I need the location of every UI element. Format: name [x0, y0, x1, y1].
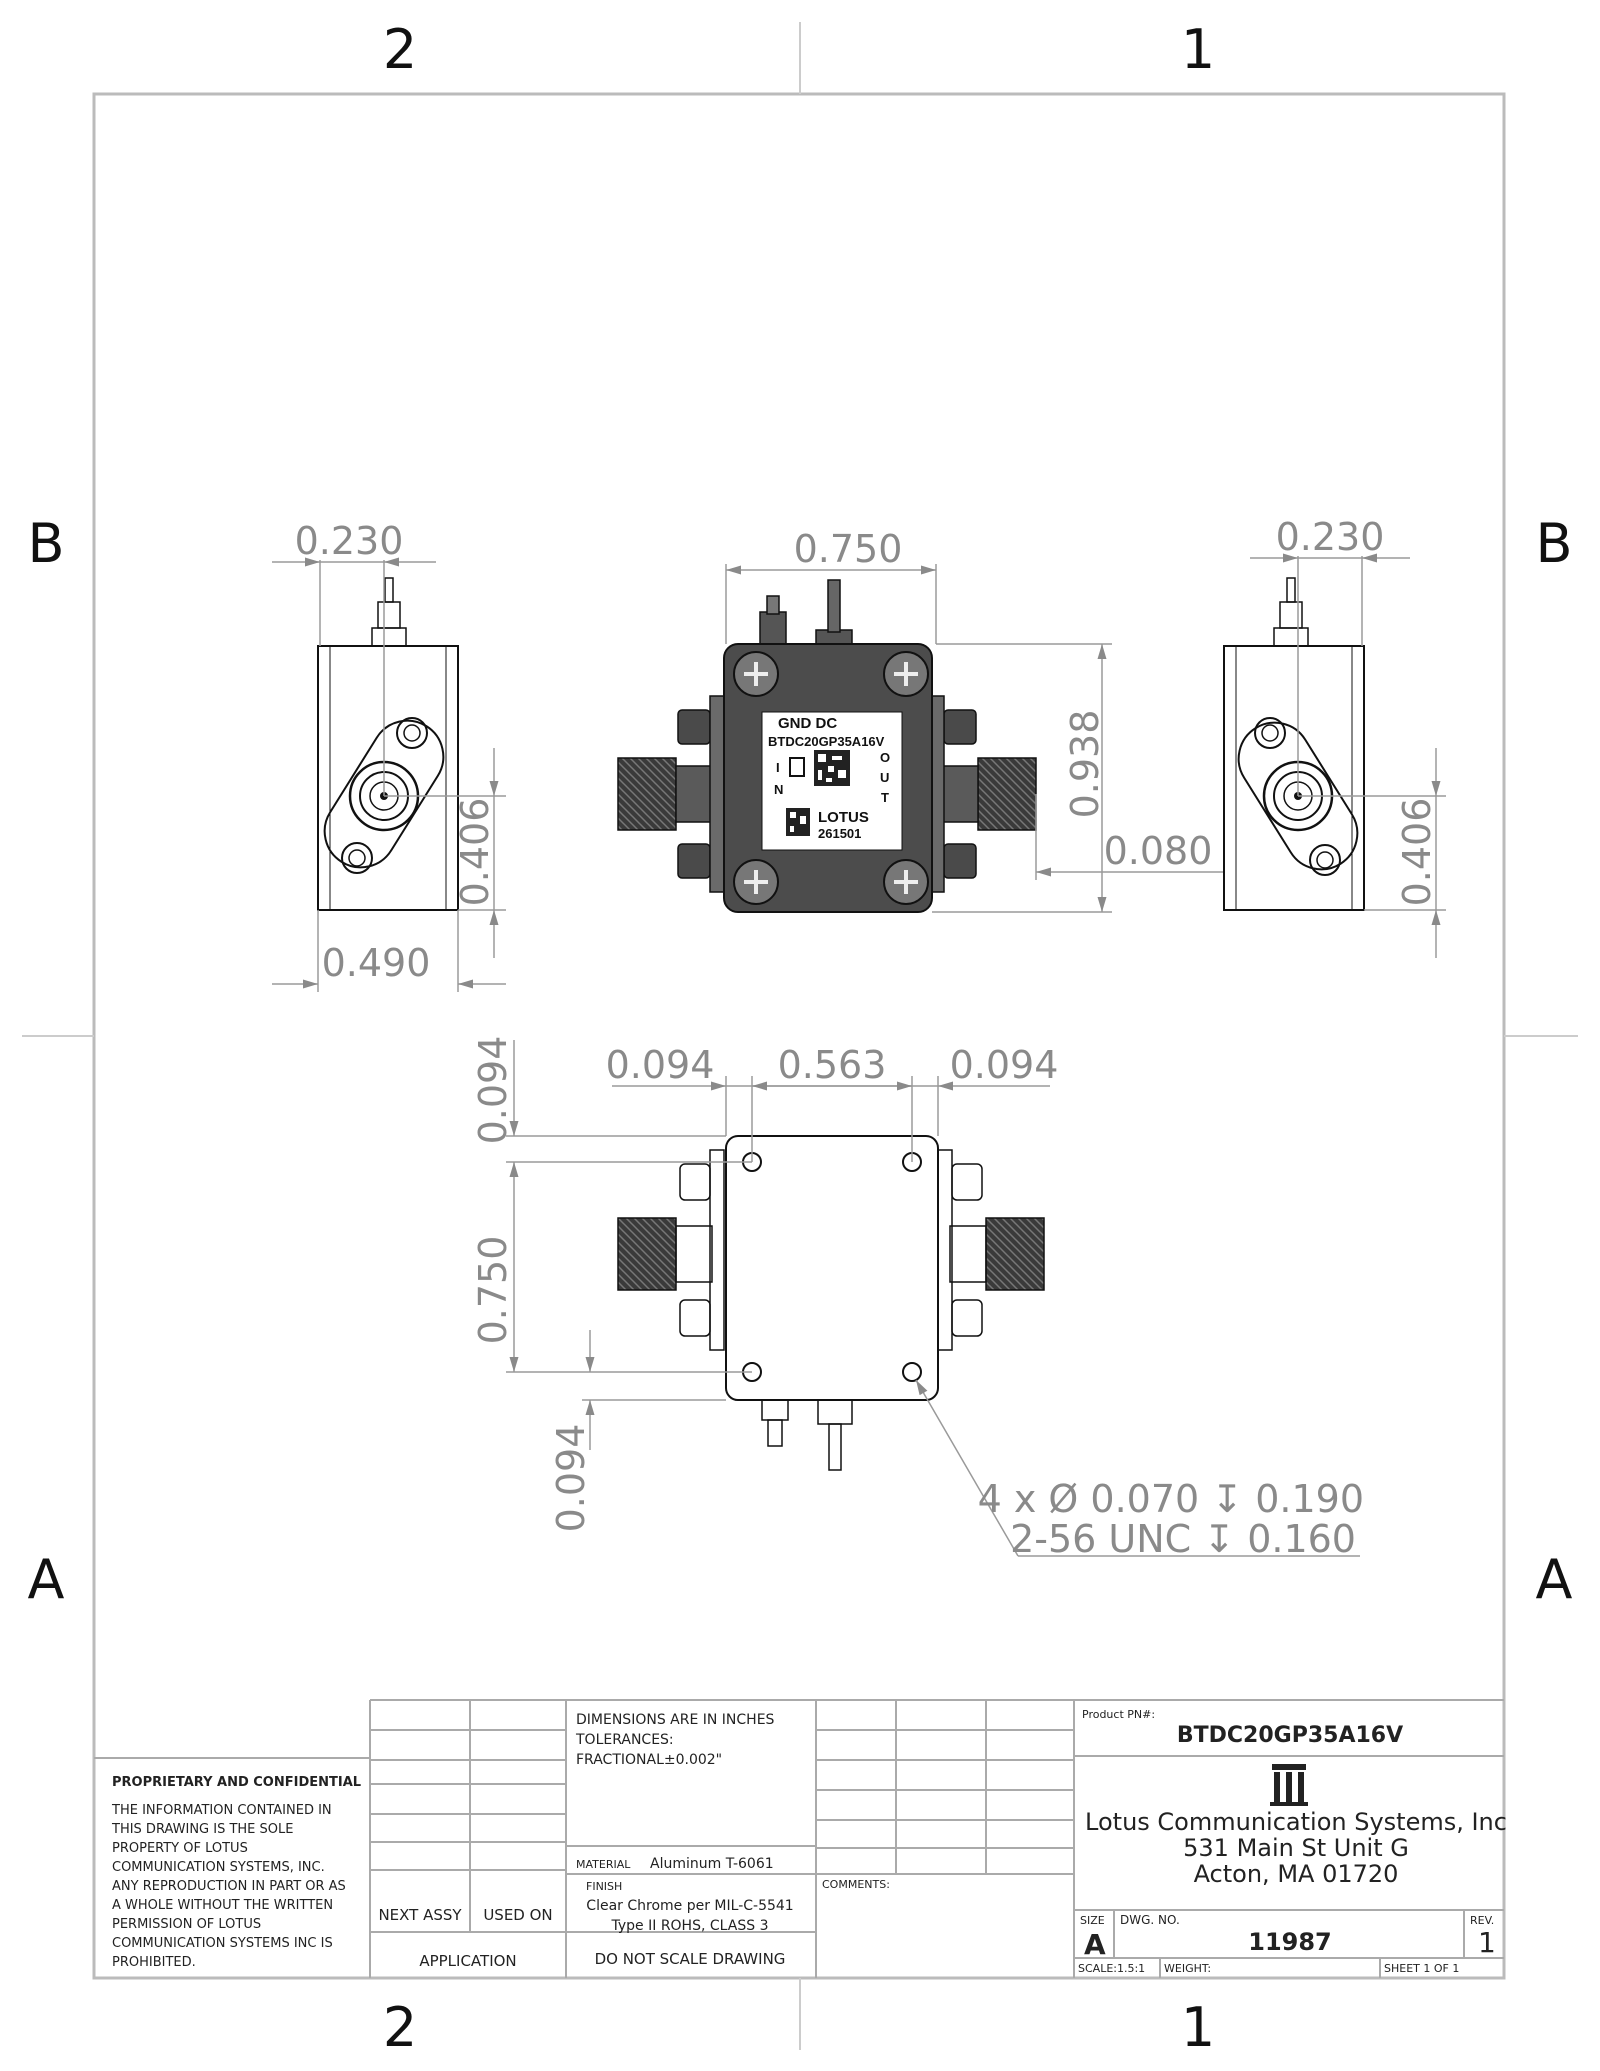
company-address-1: 531 Main St Unit G — [1183, 1834, 1409, 1862]
zone-label-left-b: B — [27, 512, 64, 575]
proprietary-notice-line: THIS DRAWING IS THE SOLE — [111, 1822, 293, 1837]
dimensions-note-3: FRACTIONAL±0.002" — [576, 1752, 722, 1768]
material-value: Aluminum T-6061 — [650, 1856, 774, 1872]
front-label-gnd-dc: GND DC — [778, 715, 837, 732]
dimensions-note-1: DIMENSIONS ARE IN INCHES — [576, 1712, 775, 1728]
zone-label-right-b: B — [1535, 512, 1572, 575]
proprietary-notice-line: PERMISSION OF LOTUS — [112, 1917, 261, 1932]
front-label-serial: 261501 — [818, 826, 861, 841]
dim-front-height: 0.938 — [1063, 710, 1107, 819]
dim-left-top: 0.230 — [295, 519, 404, 563]
dim-bottom-height: 0.750 — [471, 1236, 515, 1345]
zone-label-top-2: 2 — [383, 18, 417, 81]
zone-label-top-1: 1 — [1181, 18, 1215, 81]
company-address-2: Acton, MA 01720 — [1194, 1860, 1399, 1888]
sheet-border — [22, 22, 1578, 2050]
zone-label-bottom-1: 1 — [1181, 1996, 1215, 2059]
dim-bottom-top-offset: 0.094 — [471, 1036, 515, 1145]
front-label-out-t: T — [881, 790, 889, 805]
rev-label: REV. — [1470, 1914, 1494, 1927]
hole-callout-line-1: 4 x Ø 0.070 ↧ 0.190 — [978, 1477, 1364, 1521]
dim-right-top: 0.230 — [1276, 515, 1385, 559]
proprietary-notice-line: COMMUNICATION SYSTEMS, INC. — [112, 1860, 325, 1875]
dim-left-width: 0.490 — [322, 941, 431, 985]
front-label-part: BTDC20GP35A16V — [768, 734, 885, 749]
dwg-no-label: DWG. NO. — [1120, 1913, 1180, 1927]
proprietary-notice-line: PROPERTY OF LOTUS — [112, 1841, 248, 1856]
company-logo — [1270, 1764, 1308, 1806]
front-label-in-i: I — [776, 760, 780, 775]
dim-bottom-left-margin: 0.094 — [606, 1043, 715, 1087]
proprietary-notice: THE INFORMATION CONTAINED IN THIS DRAWING… — [111, 1803, 346, 1970]
proprietary-notice-line: PROHIBITED. — [112, 1955, 196, 1970]
title-block — [94, 1699, 1504, 1978]
next-assy-label: NEXT ASSY — [378, 1906, 462, 1924]
bottom-view — [506, 1040, 1360, 1557]
front-view — [617, 579, 1037, 913]
dim-right-height: 0.406 — [1395, 798, 1439, 907]
left-side-view — [272, 557, 506, 992]
material-label: MATERIAL — [576, 1858, 631, 1871]
zone-label-bottom-2: 2 — [383, 1996, 417, 2059]
rev-value: 1 — [1478, 1926, 1496, 1959]
dim-bottom-right-margin: 0.094 — [950, 1043, 1059, 1087]
finish-label: FINISH — [586, 1880, 622, 1893]
dwg-no: 11987 — [1248, 1928, 1332, 1956]
proprietary-notice-line: COMMUNICATION SYSTEMS INC IS — [112, 1936, 333, 1951]
proprietary-notice-line: THE INFORMATION CONTAINED IN — [111, 1803, 332, 1818]
do-not-scale-note: DO NOT SCALE DRAWING — [595, 1950, 786, 1968]
proprietary-notice-line: ANY REPRODUCTION IN PART OR AS — [112, 1879, 346, 1894]
front-view-dimensions — [725, 564, 1224, 913]
weight-label: WEIGHT: — [1164, 1962, 1211, 1975]
proprietary-title: PROPRIETARY AND CONFIDENTIAL — [112, 1775, 361, 1790]
company-name: Lotus Communication Systems, Inc — [1085, 1808, 1507, 1836]
hole-callout-line-2: 2-56 UNC ↧ 0.160 — [1010, 1517, 1356, 1561]
size-value: A — [1084, 1928, 1106, 1961]
comments-label: COMMENTS: — [822, 1878, 890, 1891]
product-pn-label: Product PN#: — [1082, 1708, 1155, 1721]
dim-bottom-span: 0.563 — [778, 1043, 887, 1087]
zone-label-right-a: A — [1536, 1548, 1573, 1611]
dim-front-width: 0.750 — [794, 527, 903, 571]
dimensions-note-2: TOLERANCES: — [575, 1732, 674, 1748]
right-side-view — [1223, 553, 1446, 958]
application-label: APPLICATION — [419, 1952, 516, 1970]
proprietary-notice-line: A WHOLE WITHOUT THE WRITTEN — [112, 1898, 333, 1913]
dim-bottom-lower-offset: 0.094 — [549, 1424, 593, 1533]
finish-value-2: Type II ROHS, CLASS 3 — [611, 1918, 769, 1934]
sheet-label: SHEET 1 OF 1 — [1384, 1962, 1459, 1975]
scale-label: SCALE:1.5:1 — [1078, 1962, 1145, 1975]
front-label-out-u: U — [880, 770, 889, 785]
front-label-out-o: O — [880, 750, 890, 765]
size-label: SIZE — [1080, 1914, 1105, 1927]
front-label-in-n: N — [774, 782, 783, 797]
zone-label-left-a: A — [28, 1548, 65, 1611]
finish-value-1: Clear Chrome per MIL-C-5541 — [586, 1898, 793, 1914]
used-on-label: USED ON — [483, 1906, 552, 1924]
front-label-brand: LOTUS — [818, 809, 869, 826]
dim-left-height: 0.406 — [453, 798, 497, 907]
dim-front-offset: 0.080 — [1104, 829, 1213, 873]
product-pn: BTDC20GP35A16V — [1177, 1723, 1403, 1748]
